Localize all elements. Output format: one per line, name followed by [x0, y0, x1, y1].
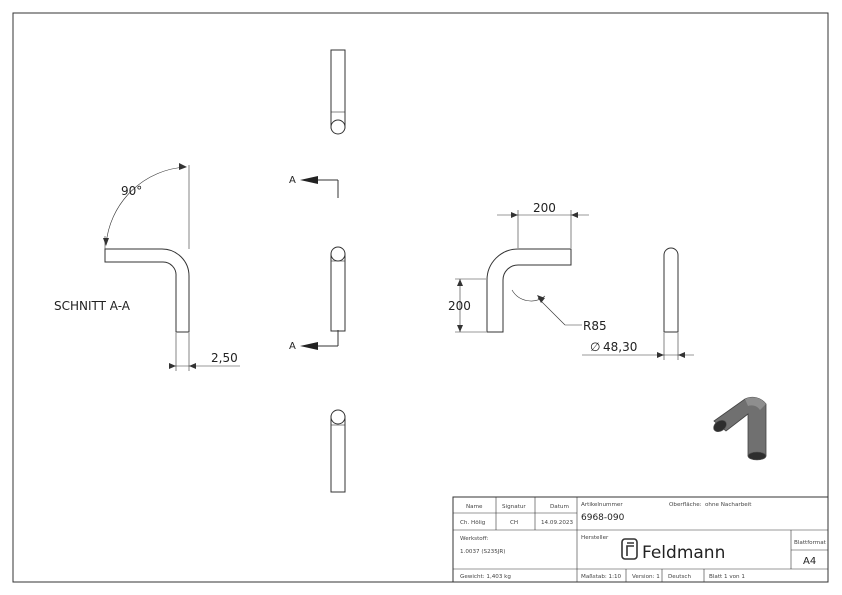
tb-signature-value: CH [510, 520, 518, 526]
height-arrow-bottom [457, 325, 463, 332]
angle-arc [105, 166, 187, 246]
tb-sheet: Blatt 1 von 1 [709, 574, 745, 580]
side-view: ∅ 48,30 [582, 247, 694, 360]
tb-version: Version: 1 [632, 574, 660, 580]
bottom-tube-top-circle [330, 409, 346, 425]
title-block-frame [452, 496, 829, 583]
section-marker-bottom: A [289, 330, 339, 352]
radius-arrow [537, 295, 545, 303]
tb-scale: Maßstab: 1:10 [581, 574, 622, 580]
tb-manufacturer-label: Hersteller [581, 535, 609, 541]
height-label: 200 [448, 299, 471, 313]
tb-material-value: 1.0037 (S235JR) [460, 549, 505, 555]
tb-surface-value: ohne Nacharbeit [705, 502, 752, 508]
diameter-arrow-left [657, 352, 664, 358]
feldmann-logo-icon [621, 538, 638, 560]
tb-surface-label: Oberfläche: [669, 502, 702, 508]
middle-tube-view [330, 246, 346, 332]
section-marker-top-label: A [289, 175, 296, 186]
iso-tube-end-left [713, 419, 727, 433]
middle-tube-body [330, 253, 346, 332]
angle-arrow-start [103, 238, 109, 246]
iso-tube-highlight [745, 397, 766, 410]
front-bend-outer [486, 248, 572, 333]
tb-brand: Feldmann [642, 543, 725, 563]
iso-tube-end-bottom [747, 451, 767, 461]
tb-article-label: Artikelnummer [581, 502, 623, 508]
section-marker-bottom-arrow [300, 342, 318, 350]
section-label: SCHNITT A-A [54, 299, 131, 313]
section-marker-top-arrow [300, 176, 318, 184]
width-arrow-left [511, 212, 518, 218]
radius-label: R85 [583, 319, 607, 333]
thickness-label: 2,50 [211, 351, 238, 365]
width-label: 200 [533, 201, 556, 215]
title-block: Name Signatur Datum Ch. Hölig CH 14.09.2… [452, 496, 829, 583]
middle-tube-top-circle [330, 246, 346, 262]
angle-label: 90° [121, 184, 142, 198]
width-arrow-right [571, 212, 578, 218]
tb-date-value: 14.09.2023 [541, 520, 573, 526]
bottom-tube-body [330, 415, 346, 493]
section-marker-top: A [289, 175, 339, 198]
section-outer-profile [104, 248, 190, 333]
thickness-arrow-right [189, 363, 196, 369]
section-marker-bottom-label: A [289, 341, 296, 352]
tb-format-value: A4 [803, 556, 816, 567]
tb-signature-header: Signatur [502, 504, 526, 510]
isometric-preview [713, 396, 767, 461]
bottom-tube-view [330, 409, 346, 493]
side-tube-body [663, 247, 679, 333]
tb-format-label: Blattformat [794, 540, 827, 546]
tb-date-header: Datum [550, 504, 569, 510]
tb-material-label: Werkstoff: [460, 536, 489, 542]
tb-name-value: Ch. Hölig [460, 520, 486, 526]
angle-arrow-end [179, 163, 187, 170]
diameter-symbol: ∅ [590, 340, 600, 354]
top-tube-body [330, 49, 346, 129]
tb-article-value: 6968-090 [581, 513, 625, 523]
diameter-label: 48,30 [603, 340, 637, 354]
tb-name-header: Name [466, 504, 483, 510]
sheet-border [12, 12, 829, 583]
diameter-arrow-right [678, 352, 685, 358]
front-view: 200 200 R85 [448, 201, 607, 333]
tb-language: Deutsch [668, 574, 691, 580]
top-tube-view [330, 49, 346, 135]
thickness-arrow-left [169, 363, 176, 369]
radius-leader-line [537, 297, 566, 326]
height-arrow-top [457, 279, 463, 286]
tb-weight: Gewicht: 1,403 kg [460, 574, 511, 580]
section-view: 90° SCHNITT A-A 2,50 [54, 163, 240, 371]
top-tube-end-circle [330, 119, 346, 135]
